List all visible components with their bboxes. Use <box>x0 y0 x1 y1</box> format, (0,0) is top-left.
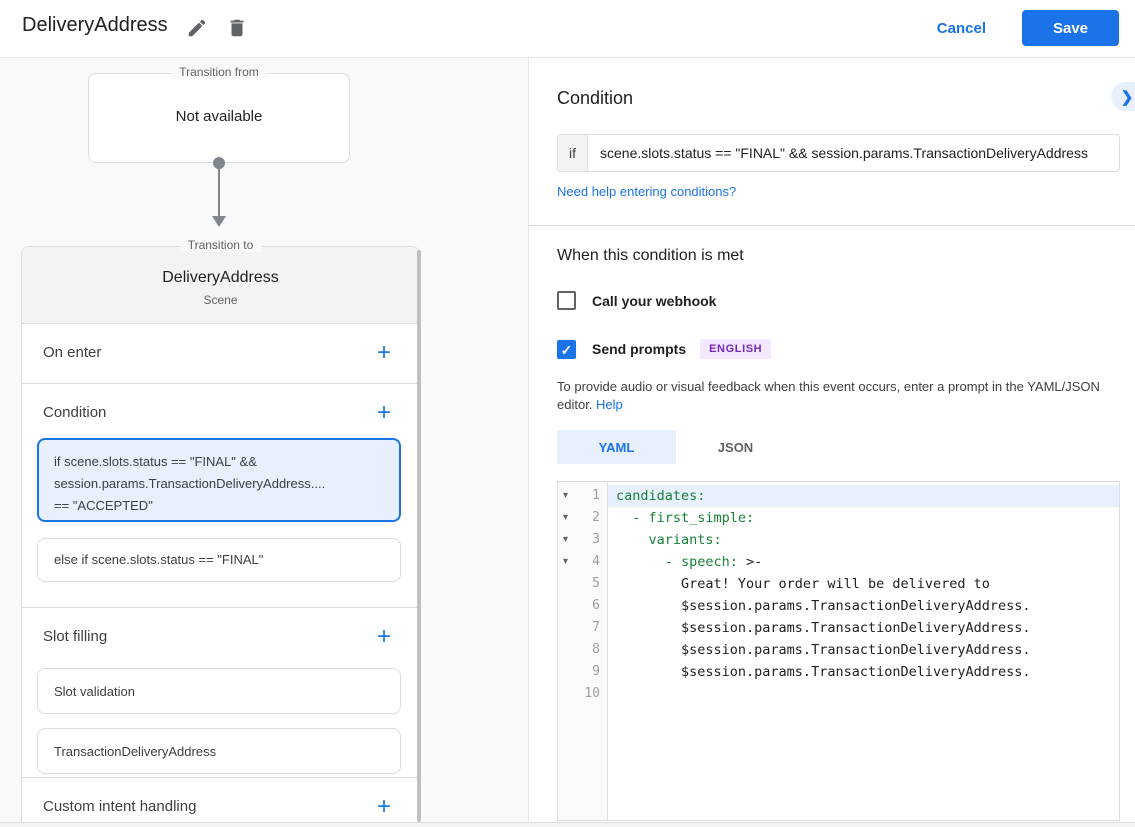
line-number: 7 <box>592 620 600 635</box>
condition-expression-row: if scene.slots.status == "FINAL" && sess… <box>557 134 1120 172</box>
custom-intent-section: Custom intent handling + <box>22 778 419 827</box>
transition-to-label: Transition to <box>179 238 262 252</box>
code-line: Great! Your order will be delivered to <box>616 576 990 592</box>
line-number: 9 <box>592 664 600 679</box>
condition-text: == "ACCEPTED" <box>54 498 153 513</box>
line-number: 4 <box>592 554 600 569</box>
flow-connector-line <box>218 166 220 218</box>
fold-icon[interactable]: ▾ <box>563 512 569 523</box>
editor-tabs: YAML JSON <box>557 430 795 464</box>
code-line <box>608 683 1119 705</box>
slot-card-validation[interactable]: Slot validation <box>37 668 401 714</box>
trash-icon <box>226 19 248 42</box>
yaml-editor[interactable]: ▾ 1 ▾ 2 ▾ 3 ▾ 4 5 6 7 8 9 10 candidates: - f… <box>557 481 1120 821</box>
on-enter-label: On enter <box>43 344 102 361</box>
editor-gutter: ▾ 1 ▾ 2 ▾ 3 ▾ 4 5 6 7 8 9 10 <box>558 482 608 820</box>
code-line: variants: <box>616 532 722 548</box>
custom-intent-label: Custom intent handling <box>43 798 197 815</box>
slot-filling-section: Slot filling + Slot validation Transacti… <box>22 608 419 778</box>
add-slot-button[interactable]: + <box>369 622 399 652</box>
condition-expression-input[interactable]: scene.slots.status == "FINAL" && session… <box>587 134 1120 172</box>
line-number: 8 <box>592 642 600 657</box>
condition-section: Condition + if scene.slots.status == "FI… <box>22 384 419 608</box>
line-number: 6 <box>592 598 600 613</box>
section-divider <box>529 225 1135 226</box>
code-line: candidates: <box>608 485 1119 507</box>
transition-from-value: Not available <box>175 108 263 125</box>
chevron-right-icon: ❯ <box>1120 88 1134 106</box>
editor-code-area[interactable]: candidates: - first_simple: variants: - … <box>608 482 1119 820</box>
condition-section-label: Condition <box>43 404 107 421</box>
scene-flow-panel: Transition from Not available Transition… <box>0 58 528 827</box>
fold-icon[interactable]: ▾ <box>563 490 569 501</box>
add-custom-intent-button[interactable]: + <box>369 792 399 822</box>
slot-filling-label: Slot filling <box>43 628 108 645</box>
bottom-edge-strip <box>0 822 1135 827</box>
language-badge: ENGLISH <box>700 339 772 359</box>
edit-title-button[interactable] <box>184 16 210 42</box>
flow-connector-dot <box>213 157 225 169</box>
transition-from-box: Transition from Not available <box>88 65 350 163</box>
condition-detail-panel: Condition ❯ if scene.slots.status == "FI… <box>528 58 1135 827</box>
send-prompts-checkbox[interactable]: ✓ <box>557 339 576 359</box>
add-condition-button[interactable]: + <box>369 398 399 428</box>
line-number: 2 <box>592 510 600 525</box>
left-panel-scrollbar[interactable] <box>417 250 421 822</box>
pencil-icon <box>186 19 208 42</box>
prompt-help-link[interactable]: Help <box>596 397 623 412</box>
slot-card-transaction-delivery-address[interactable]: TransactionDeliveryAddress <box>37 728 401 774</box>
webhook-checkbox[interactable] <box>557 291 576 310</box>
tab-json[interactable]: JSON <box>676 430 795 464</box>
add-on-enter-button[interactable]: + <box>369 338 399 368</box>
condition-card[interactable]: else if scene.slots.status == "FINAL" <box>37 538 401 582</box>
send-prompts-label: Send prompts <box>592 341 687 357</box>
fold-icon[interactable]: ▾ <box>563 534 569 545</box>
transition-from-label: Transition from <box>171 65 267 79</box>
condition-text: session.params.TransactionDeliveryAddres… <box>54 476 326 491</box>
condition-card-selected[interactable]: if scene.slots.status == "FINAL" && sess… <box>37 438 401 522</box>
code-line: $session.params.TransactionDeliveryAddre… <box>616 664 1031 680</box>
code-line: - speech: >- <box>616 554 763 570</box>
webhook-label: Call your webhook <box>592 292 717 309</box>
tab-yaml[interactable]: YAML <box>557 430 676 464</box>
flow-arrow-down-icon <box>212 216 226 227</box>
code-line: $session.params.TransactionDeliveryAddre… <box>616 642 1031 658</box>
if-prefix-label: if <box>557 134 587 172</box>
cancel-button[interactable]: Cancel <box>919 10 1004 46</box>
collapse-panel-button[interactable]: ❯ <box>1111 82 1135 111</box>
prompt-description-text: To provide audio or visual feedback when… <box>557 379 1100 412</box>
check-icon: ✓ <box>560 341 573 358</box>
fold-icon[interactable]: ▾ <box>563 556 569 567</box>
scene-card-header: DeliveryAddress Scene <box>22 247 419 324</box>
condition-text: if scene.slots.status == "FINAL" && <box>54 454 257 469</box>
page-title: DeliveryAddress <box>22 14 168 36</box>
code-line: $session.params.TransactionDeliveryAddre… <box>616 620 1031 636</box>
call-webhook-row[interactable]: Call your webhook <box>557 291 716 310</box>
prompt-description: To provide audio or visual feedback when… <box>557 378 1117 414</box>
transition-to-card: Transition to DeliveryAddress Scene On e… <box>21 238 420 827</box>
condition-panel-title: Condition <box>557 88 634 108</box>
scene-name: DeliveryAddress <box>162 269 279 286</box>
condition-text: else if scene.slots.status == "FINAL" <box>54 552 264 567</box>
conditions-help-link[interactable]: Need help entering conditions? <box>557 184 737 199</box>
scene-type: Scene <box>203 293 238 307</box>
app-header: DeliveryAddress Cancel Save <box>0 0 1135 58</box>
on-enter-section: On enter + <box>22 324 419 384</box>
save-button[interactable]: Save <box>1022 10 1119 46</box>
line-number: 1 <box>592 488 600 503</box>
line-number: 3 <box>592 532 600 547</box>
send-prompts-row[interactable]: ✓ Send prompts ENGLISH <box>557 339 772 359</box>
line-number: 5 <box>592 576 600 591</box>
code-line: $session.params.TransactionDeliveryAddre… <box>616 598 1031 614</box>
delete-scene-button[interactable] <box>224 16 250 42</box>
line-number: 10 <box>584 686 600 701</box>
code-line: - first_simple: <box>616 510 755 526</box>
when-met-title: When this condition is met <box>557 247 744 264</box>
